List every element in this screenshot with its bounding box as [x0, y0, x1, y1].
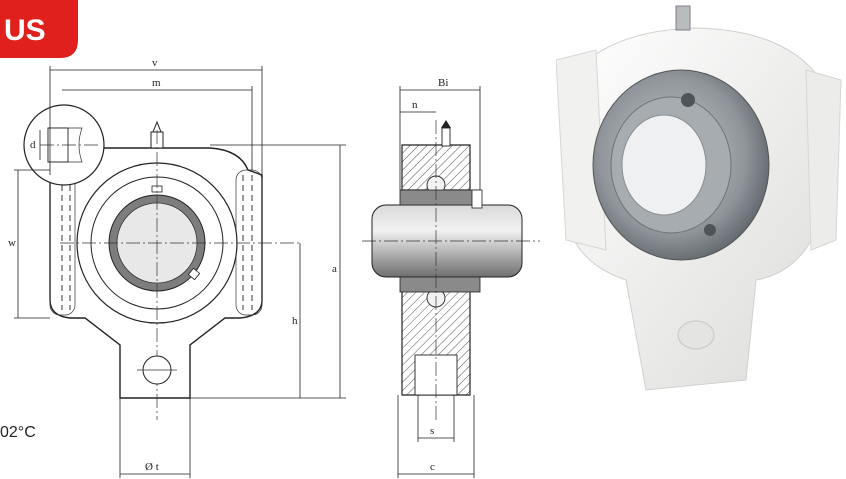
dim-w-label: w — [8, 237, 16, 249]
side-view-drawing: Bi n s c — [362, 77, 540, 478]
badge-shape — [0, 0, 78, 58]
dim-s-label: s — [430, 425, 434, 437]
brand-badge: US — [0, 0, 78, 58]
dim-c-label: c — [430, 461, 435, 473]
dim-bi-label: Bi — [438, 77, 448, 89]
dim-h-label: h — [292, 315, 298, 327]
dim-d-label: d — [30, 139, 36, 151]
product-photo — [556, 5, 842, 391]
dim-t-label: Ø t — [145, 461, 159, 473]
dim-n-label: n — [412, 99, 418, 111]
dim-v-label: v — [152, 57, 158, 69]
temperature-text: 02°C — [0, 424, 36, 441]
badge-text: US — [4, 14, 46, 47]
front-view-drawing: v m d w h a Ø t — [8, 57, 346, 478]
dim-a-label: a — [332, 263, 337, 275]
dim-m-label: m — [152, 77, 161, 89]
grease-nipple-photo — [675, 5, 691, 31]
